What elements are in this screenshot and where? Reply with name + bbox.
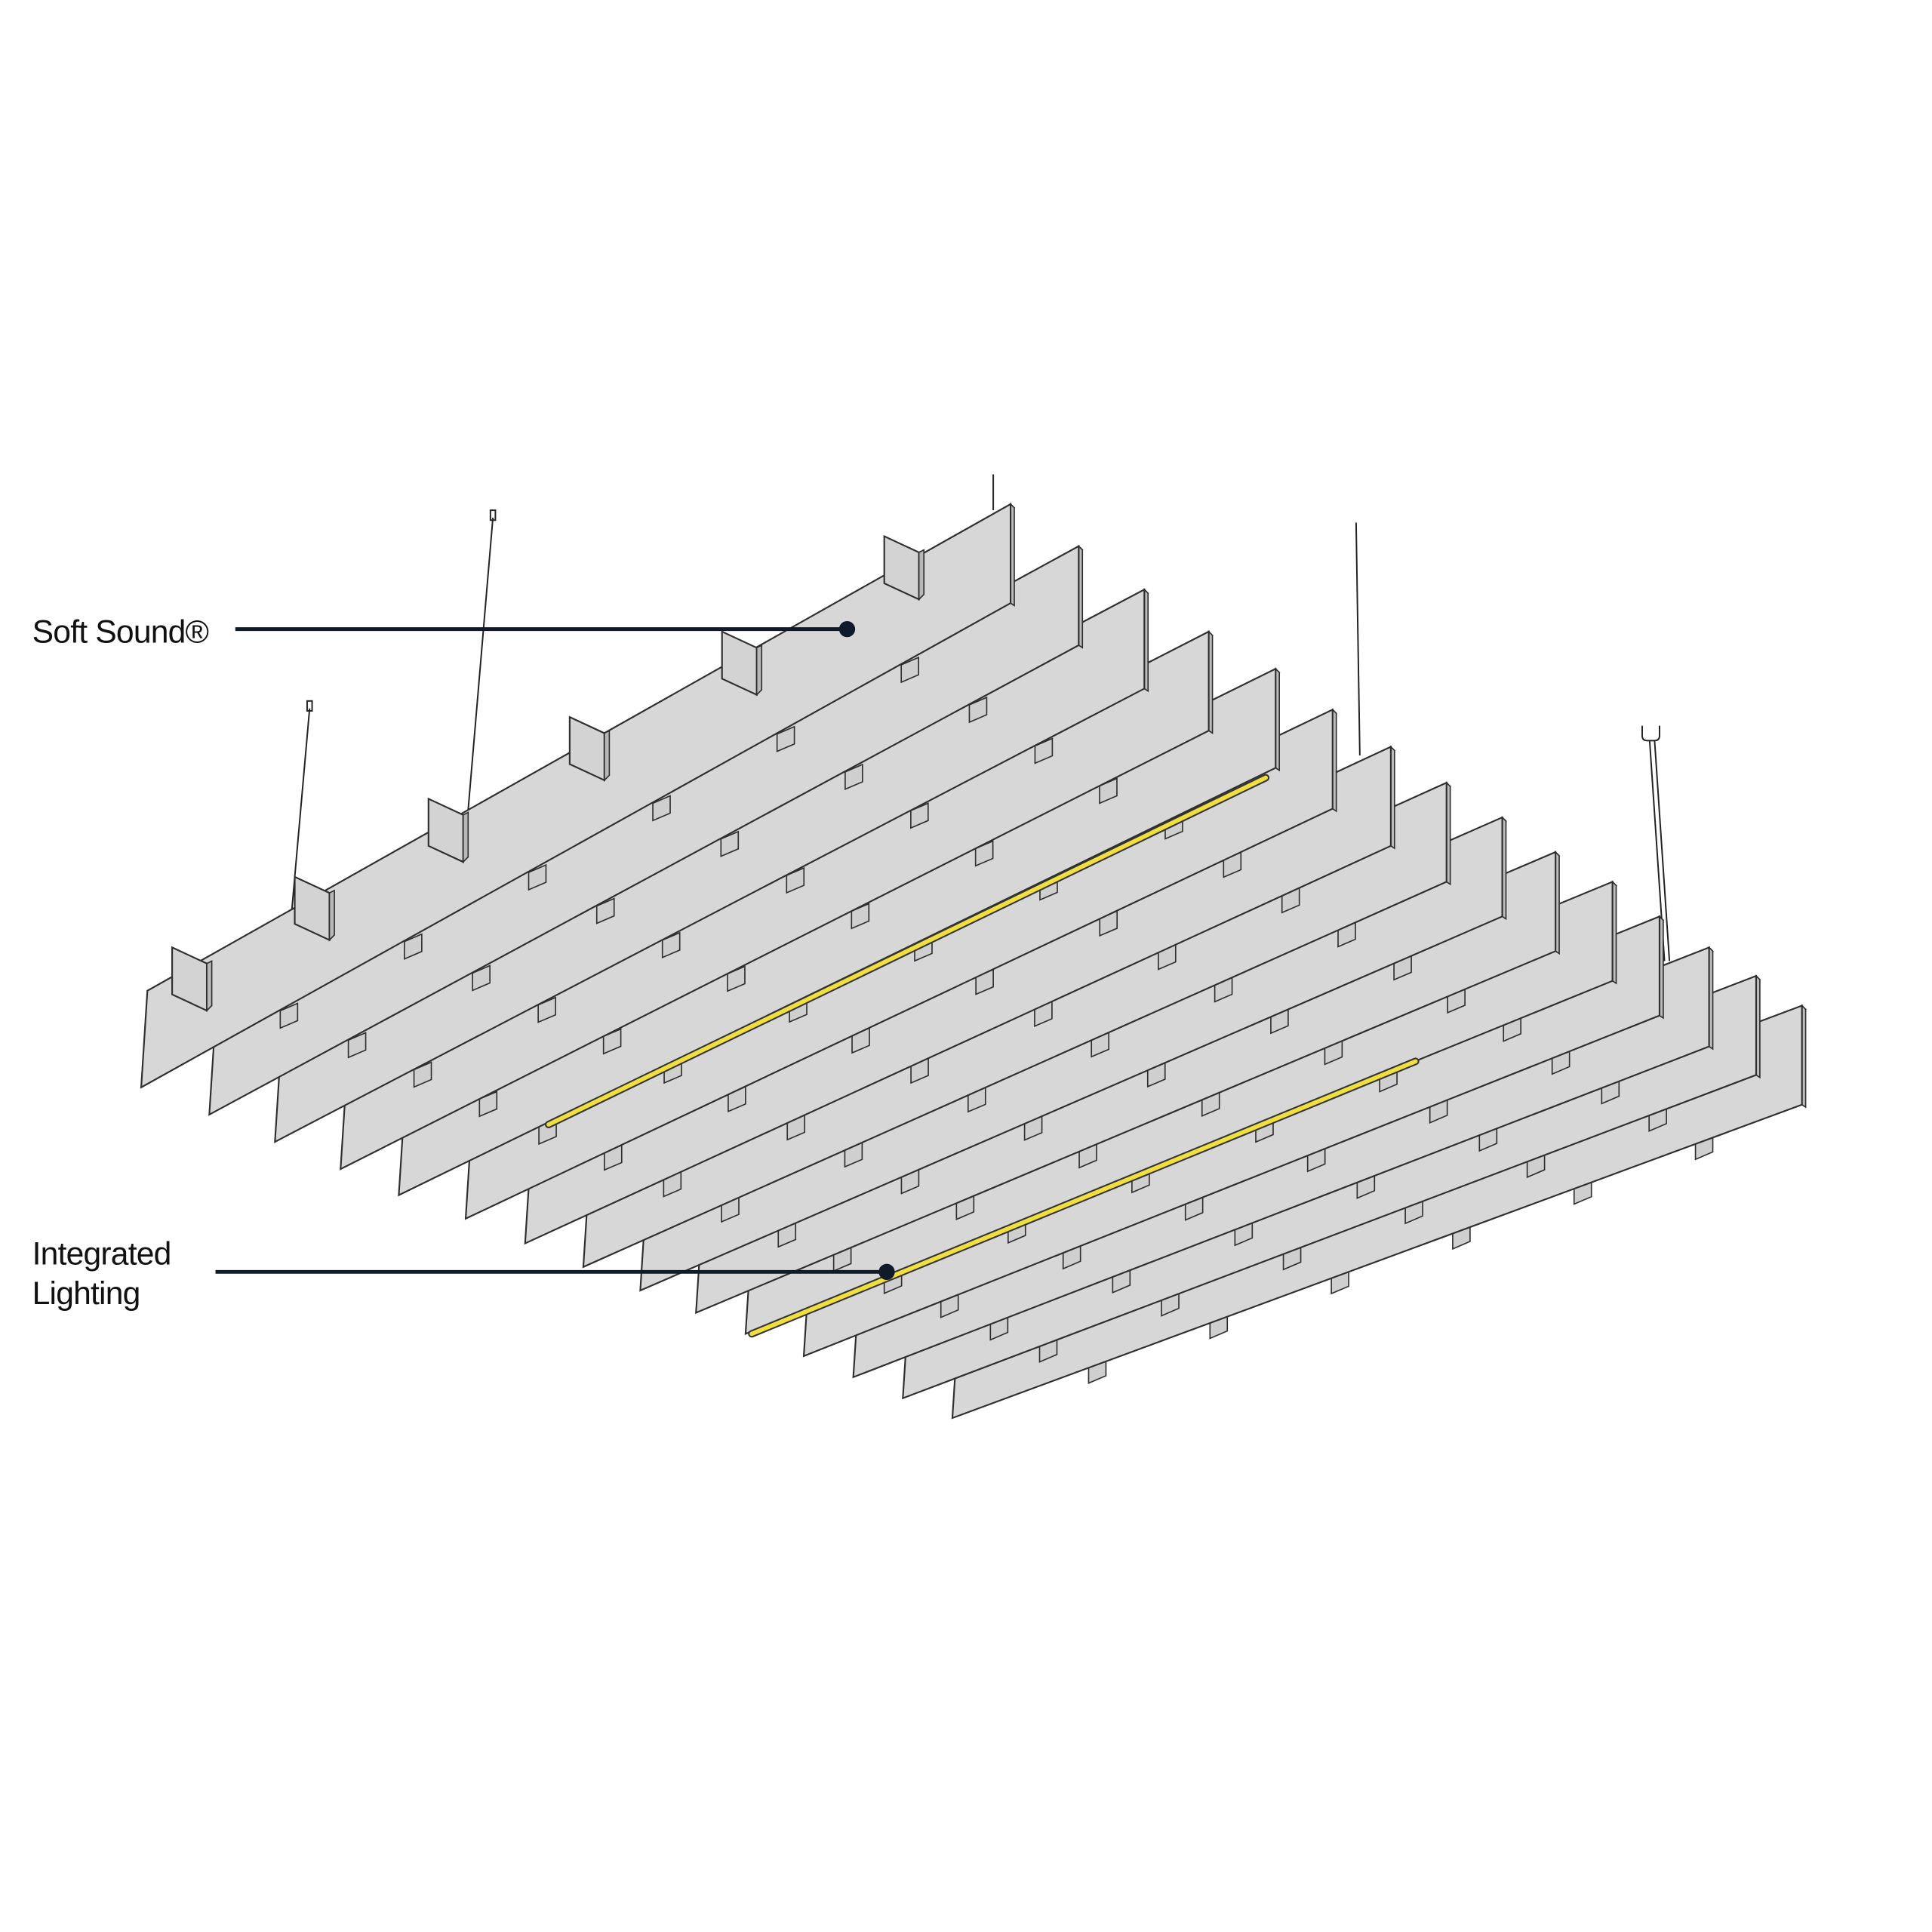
mounting-tab — [974, 840, 994, 867]
hanging-bracket-side — [328, 889, 335, 942]
mounting-tab — [776, 725, 795, 752]
baffle-panels — [140, 502, 1807, 1420]
callout-label-lighting: Lighting — [32, 1275, 140, 1312]
mounting-tab — [851, 903, 870, 930]
mounting-tab — [528, 863, 547, 891]
mounting-tab — [279, 1002, 299, 1029]
mounting-tab — [786, 866, 805, 894]
ceiling-hook — [1641, 725, 1660, 742]
hanging-bracket-side — [755, 644, 763, 697]
mounting-tab — [472, 964, 491, 992]
callout-label-integrated: Integrated — [32, 1235, 171, 1272]
wire — [1355, 522, 1361, 756]
callouts: Soft Sound® Integrated Lighting — [32, 614, 895, 1312]
callout-dot-soft-sound — [838, 620, 856, 638]
mounting-tab — [727, 965, 746, 992]
mounting-tab — [413, 1061, 432, 1088]
mounting-tab — [900, 656, 919, 684]
mounting-tab — [595, 897, 615, 924]
panel-face — [208, 544, 1080, 1116]
mounting-tab — [478, 1091, 498, 1118]
hanging-bracket-side — [462, 811, 469, 864]
wire-clip — [489, 509, 497, 521]
mounting-tab — [1034, 737, 1054, 764]
mounting-tab — [347, 1032, 367, 1059]
hanging-bracket-side — [918, 549, 925, 601]
mounting-tab — [652, 795, 671, 822]
panel-face — [140, 503, 1012, 1089]
mounting-tab — [1099, 777, 1118, 804]
mounting-tab — [537, 996, 556, 1023]
wire — [1654, 740, 1671, 961]
mounting-tab — [404, 933, 423, 960]
mounting-tab — [844, 763, 863, 791]
callout-label-soft-sound: Soft Sound® — [32, 614, 209, 651]
integrated-light-strip — [546, 775, 1268, 1127]
hanging-bracket-side — [604, 729, 611, 782]
mounting-tab — [720, 830, 740, 857]
wire-clip — [306, 700, 313, 712]
mounting-tab — [602, 1028, 622, 1055]
mounting-tab — [968, 696, 988, 724]
mounting-tab — [910, 802, 929, 829]
wire — [467, 517, 494, 811]
callout-dot-lighting — [878, 1263, 895, 1280]
hanging-bracket-side — [206, 960, 213, 1013]
integrated-light-strip — [749, 1059, 1418, 1337]
mounting-tab — [661, 931, 681, 958]
